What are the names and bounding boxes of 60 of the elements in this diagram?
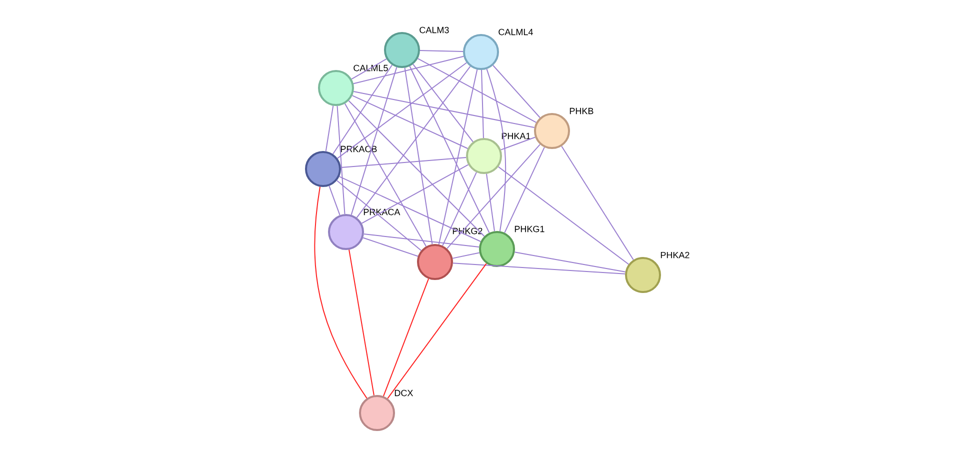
- node-label: PHKB: [570, 108, 594, 114]
- interaction-line: [514, 252, 626, 272]
- interaction-line: [452, 262, 626, 274]
- interaction-line: [420, 50, 464, 52]
- node-label: PHKA1: [502, 132, 530, 140]
- interaction-line: [504, 146, 545, 234]
- node-label: DCX: [394, 390, 414, 396]
- interaction-line: [561, 146, 634, 260]
- interaction-line: [336, 180, 422, 251]
- protein-node: PRKACA: [328, 208, 402, 250]
- interaction-line: [452, 252, 480, 259]
- interaction-line: [412, 64, 474, 142]
- interaction-line: [438, 69, 478, 245]
- protein-node: PRKACB: [305, 144, 378, 187]
- interaction-line: [351, 58, 387, 80]
- interaction-line: [500, 136, 536, 150]
- node-label: PHKA2: [660, 252, 690, 258]
- interaction-line: [348, 100, 485, 237]
- node-label: CALM3: [420, 26, 449, 34]
- interaction-line: [350, 66, 398, 216]
- protein-node: DCX: [359, 388, 414, 431]
- protein-node: CALML4: [463, 28, 534, 70]
- interaction-line: [446, 144, 541, 250]
- protein-node: PHKA1: [466, 132, 532, 174]
- protein-node: PHKB: [534, 106, 595, 149]
- interaction-line: [352, 95, 468, 149]
- interaction-line: [498, 166, 630, 265]
- interaction-line: [404, 67, 433, 245]
- interaction-line: [353, 91, 535, 128]
- interaction-line: [361, 164, 469, 224]
- interaction-line: [325, 105, 334, 152]
- interaction-line: [314, 186, 368, 399]
- interaction-line: [486, 68, 506, 232]
- interaction-line: [492, 64, 540, 118]
- node-label: PRKACB: [340, 146, 377, 152]
- interaction-line: [409, 66, 490, 234]
- interaction-line: [442, 172, 477, 246]
- interaction-line: [332, 64, 393, 154]
- node-label: PRKACA: [364, 208, 400, 216]
- interaction-line: [344, 103, 427, 247]
- node-label: PHKG1: [514, 226, 544, 232]
- interaction-line: [382, 278, 430, 397]
- interaction-line: [486, 173, 496, 232]
- interaction-line: [336, 105, 346, 215]
- interaction-line: [362, 237, 418, 257]
- node-label: CALML4: [498, 28, 533, 36]
- protein-node: PHKA2: [625, 250, 691, 293]
- interaction-line: [356, 66, 471, 218]
- node-label: CALML5: [354, 64, 388, 72]
- interaction-line: [328, 185, 340, 216]
- interaction-line: [387, 263, 487, 399]
- interaction-line: [348, 249, 374, 396]
- interaction-line: [338, 176, 482, 242]
- interaction-line: [363, 234, 480, 248]
- interaction-line: [340, 156, 467, 168]
- interaction-line: [352, 56, 464, 84]
- interaction-line: [336, 62, 468, 159]
- interaction-line: [417, 58, 537, 123]
- interaction-line: [481, 70, 484, 139]
- protein-node: CALML5: [318, 64, 390, 106]
